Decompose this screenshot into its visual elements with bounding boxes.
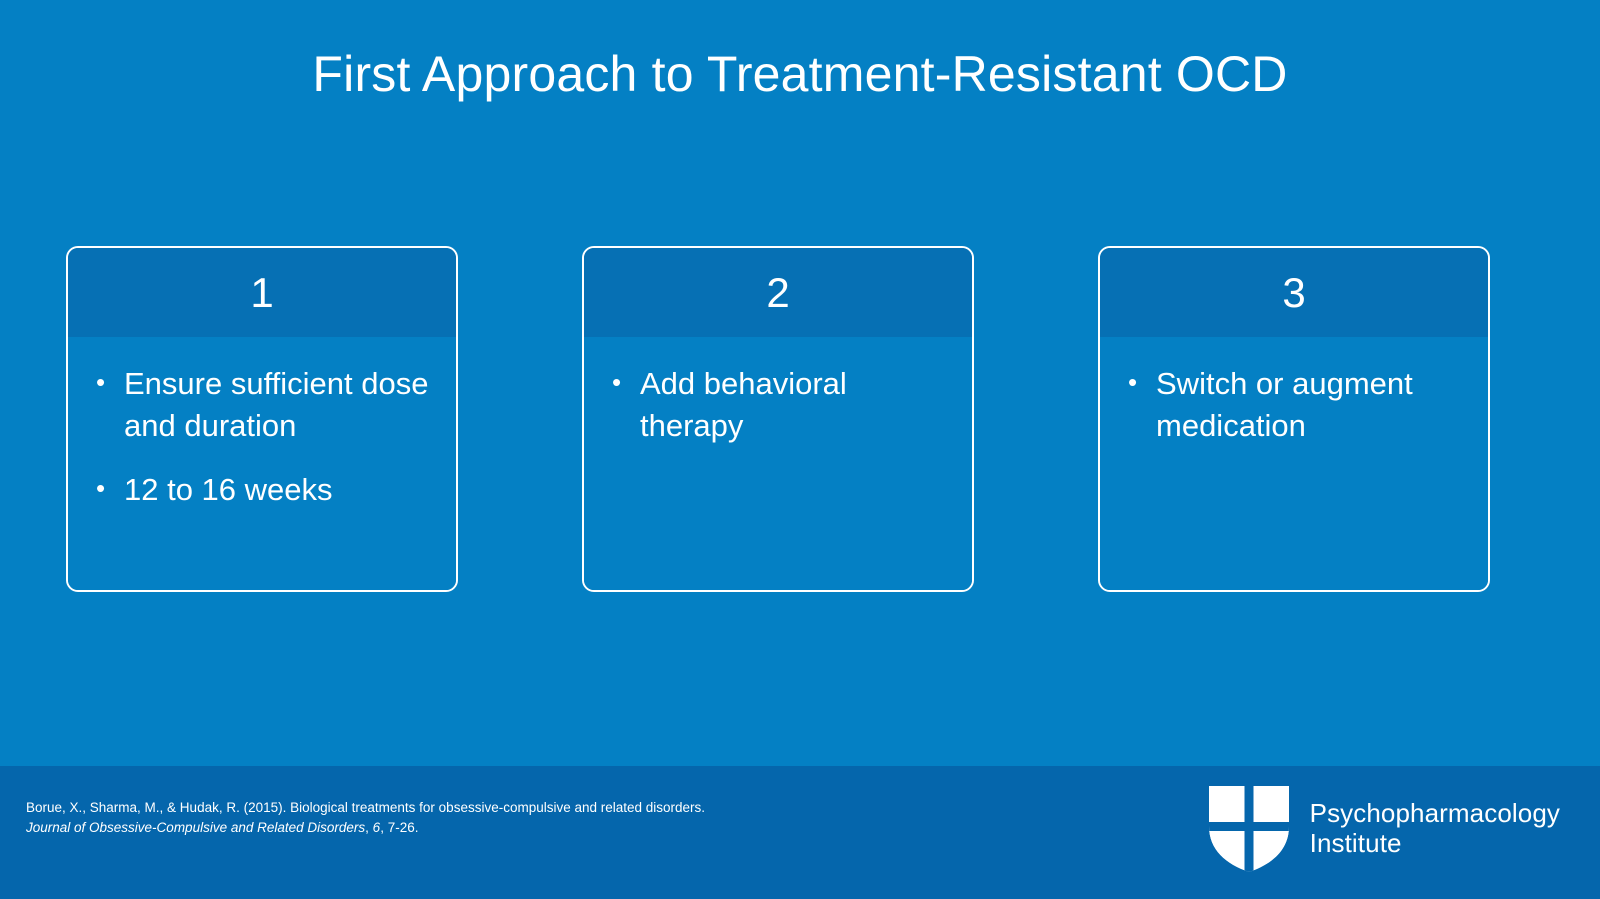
steps-card-row: 1 Ensure sufficient dose and duration 12… [66,246,1490,592]
step-card-2[interactable]: 2 Add behavioral therapy [582,246,974,592]
brand-wordmark: Psychopharmacology Institute [1310,798,1560,858]
footer-band: Borue, X., Sharma, M., & Hudak, R. (2015… [0,766,1600,899]
step-number-3: 3 [1282,268,1306,316]
step-number-2: 2 [766,268,790,316]
citation-authors-title: Borue, X., Sharma, M., & Hudak, R. (2015… [26,800,706,815]
step-card-1[interactable]: 1 Ensure sufficient dose and duration 12… [66,246,458,592]
list-item: Add behavioral therapy [598,363,952,447]
step-card-3-header: 3 [1100,248,1488,337]
step-card-1-header: 1 [68,248,456,337]
brand-logo: Psychopharmacology Institute [1206,782,1560,874]
page-title: First Approach to Treatment-Resistant OC… [312,46,1288,102]
citation-separator: , [365,819,373,835]
step-card-2-bullet-list: Add behavioral therapy [598,363,952,447]
step-card-1-body: Ensure sufficient dose and duration 12 t… [68,337,456,590]
list-item: Switch or augment medication [1114,363,1468,447]
brand-name-line-1: Psychopharmacology [1309,797,1560,828]
step-card-3-body: Switch or augment medication [1100,337,1488,590]
shield-quadrant-icon [1208,786,1289,872]
step-card-3[interactable]: 3 Switch or augment medication [1098,246,1490,592]
step-card-2-header: 2 [584,248,972,337]
citation-pages: , 7-26. [380,819,419,835]
citation-reference: Borue, X., Sharma, M., & Hudak, R. (2015… [26,798,726,837]
list-item: Ensure sufficient dose and duration [82,363,436,447]
step-card-1-bullet-list: Ensure sufficient dose and duration 12 t… [82,363,436,511]
step-card-3-bullet-list: Switch or augment medication [1114,363,1468,447]
list-item: 12 to 16 weeks [82,469,436,511]
brand-name-line-2: Institute [1309,828,1402,858]
step-number-1: 1 [250,268,274,316]
step-card-2-body: Add behavioral therapy [584,337,972,590]
citation-volume: 6 [372,819,381,835]
citation-journal-name: Journal of Obsessive-Compulsive and Rela… [26,819,366,835]
